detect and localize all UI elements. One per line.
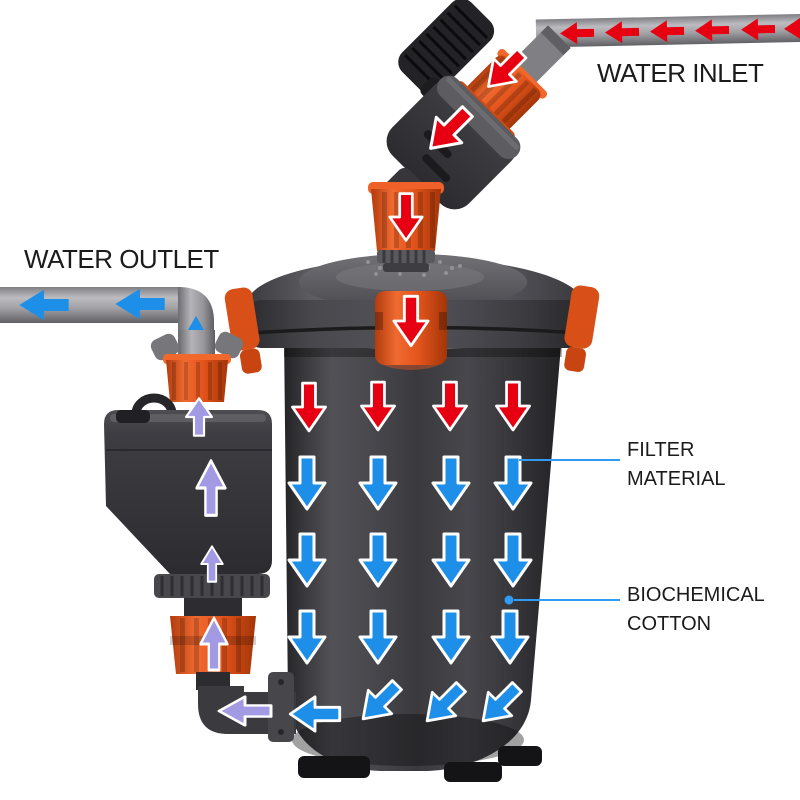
callouts xyxy=(504,459,620,605)
canister-body xyxy=(284,334,562,771)
filter-material-line2: MATERIAL xyxy=(627,468,726,490)
pump-unit xyxy=(104,330,296,742)
pump-handle xyxy=(131,393,177,415)
biochemical-cotton-line2: COTTON xyxy=(627,613,712,635)
filter-material-label: FILTER MATERIAL xyxy=(627,436,726,494)
inlet-pipe xyxy=(535,13,800,48)
lid-clip-left xyxy=(224,287,262,374)
water-outlet-label: WATER OUTLET xyxy=(24,244,219,274)
hose-barb-right xyxy=(214,331,244,359)
pump-body xyxy=(104,410,272,574)
ring-ribs xyxy=(160,576,264,596)
filter-material-line1: FILTER xyxy=(627,439,695,461)
pump-switch xyxy=(116,410,150,423)
elbow-flange xyxy=(268,672,294,742)
biochemical-callout-dot xyxy=(504,595,514,605)
thread-ribs xyxy=(382,250,426,263)
biochemical-cotton-label: BIOCHEMICAL COTTON xyxy=(627,581,765,639)
hose-barb-left xyxy=(150,333,180,361)
pump-coupling-top xyxy=(166,360,228,402)
canister-feet xyxy=(298,746,542,782)
water-inlet-label: WATER INLET xyxy=(597,58,764,88)
coupling-ribs xyxy=(172,362,222,400)
pump-neck xyxy=(184,598,242,620)
biochemical-cotton-line1: BIOCHEMICAL xyxy=(627,584,765,606)
lid-clip-right xyxy=(564,285,600,373)
